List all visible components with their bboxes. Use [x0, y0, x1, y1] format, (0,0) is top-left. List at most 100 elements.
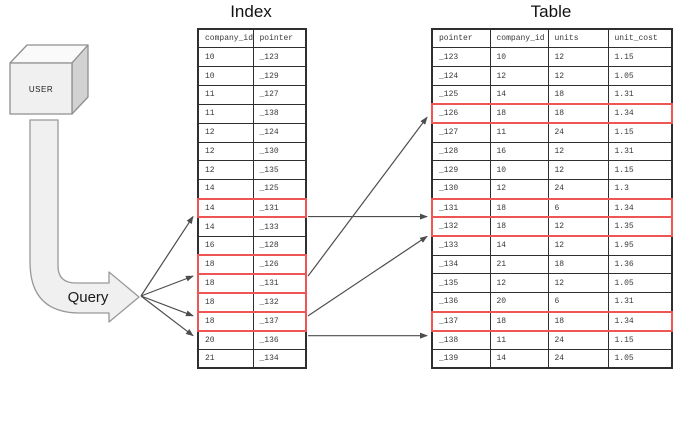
- table-cell: 11: [489, 330, 549, 350]
- table-cell: 12: [547, 216, 609, 238]
- table-cell: _127: [252, 85, 307, 105]
- column-header: units: [547, 28, 609, 49]
- table-cell: 24: [547, 330, 609, 350]
- table-cell: 18: [547, 85, 609, 105]
- table-cell: 10: [197, 47, 254, 68]
- table-cell: 1.15: [607, 122, 673, 143]
- table-cell: 18: [489, 310, 549, 332]
- table-cell: 14: [197, 179, 254, 200]
- table-cell: 18: [547, 310, 609, 332]
- table-cell: 1.05: [607, 273, 673, 294]
- table-row: 11_138: [197, 103, 307, 124]
- table-row: 10_129: [197, 66, 307, 87]
- table-cell: 12: [547, 47, 609, 68]
- data-table-title: Table: [530, 2, 572, 21]
- table-cell: 21: [197, 348, 254, 369]
- table-cell: 1.31: [607, 85, 673, 105]
- table-cell: _126: [431, 103, 491, 125]
- table-cell: _129: [431, 160, 491, 181]
- table-cell: _135: [431, 273, 491, 294]
- table-cell: _131: [252, 272, 307, 294]
- column-header: company_id: [197, 28, 254, 49]
- user-cube: USER: [9, 44, 89, 115]
- table-cell: 1.15: [607, 330, 673, 350]
- table-cell: 1.34: [607, 103, 673, 125]
- table-cell: 10: [197, 66, 254, 87]
- table-cell: 10: [489, 47, 549, 68]
- table-cell: 11: [197, 85, 254, 105]
- column-header: pointer: [431, 28, 491, 49]
- table-row: 14_125: [197, 179, 307, 200]
- query-fan-arrow: [140, 275, 194, 297]
- table-row: 18_126: [197, 254, 307, 275]
- table-cell: 12: [547, 160, 609, 181]
- table-cell: 24: [547, 122, 609, 143]
- table-cell: 6: [547, 292, 609, 313]
- table-cell: 18: [489, 197, 549, 219]
- table-cell: 11: [197, 103, 254, 124]
- pointer-arrow: [307, 116, 428, 277]
- table-cell: 12: [197, 122, 254, 143]
- table-row: 20_136: [197, 330, 307, 350]
- table-cell: _130: [431, 179, 491, 200]
- table-cell: 1.15: [607, 47, 673, 68]
- table-cell: 12: [547, 273, 609, 294]
- table-cell: _132: [252, 291, 307, 313]
- table-cell: _132: [431, 216, 491, 238]
- table-cell: 14: [489, 85, 549, 105]
- query-fan-arrow: [140, 295, 194, 337]
- table-cell: 18: [197, 310, 254, 332]
- query-arrow: [29, 119, 140, 323]
- table-cell: _130: [252, 141, 307, 162]
- table-row: 18_131: [197, 272, 307, 294]
- table-cell: 1.34: [607, 310, 673, 332]
- table-cell: 18: [547, 103, 609, 125]
- table-row: 12_130: [197, 141, 307, 162]
- table-cell: 18: [197, 254, 254, 275]
- table-cell: _138: [252, 103, 307, 124]
- table-cell: _138: [431, 330, 491, 350]
- query-fan-arrow: [140, 215, 194, 297]
- table-cell: _126: [252, 254, 307, 275]
- table-cell: 1.34: [607, 197, 673, 219]
- table-cell: 14: [197, 197, 254, 219]
- table-cell: 12: [489, 273, 549, 294]
- table-cell: 24: [547, 348, 609, 369]
- table-cell: 14: [489, 348, 549, 369]
- table-cell: _128: [252, 235, 307, 256]
- table-cell: 12: [489, 66, 549, 87]
- table-cell: 1.35: [607, 216, 673, 238]
- pointer-arrow: [307, 235, 428, 317]
- table-cell: _123: [252, 47, 307, 68]
- table-cell: 21: [489, 254, 549, 275]
- table-cell: 18: [197, 272, 254, 294]
- table-row: 18_132: [197, 291, 307, 313]
- table-cell: _136: [431, 292, 491, 313]
- table-cell: _127: [431, 122, 491, 143]
- table-cell: 12: [197, 160, 254, 181]
- table-cell: 16: [197, 235, 254, 256]
- table-cell: 18: [197, 291, 254, 313]
- pointer-arrows: [140, 116, 428, 339]
- table-row: 14_131: [197, 197, 307, 219]
- table-cell: 12: [547, 66, 609, 87]
- table-row: 18_137: [197, 310, 307, 332]
- table-cell: _139: [431, 348, 491, 369]
- table-cell: 12: [547, 141, 609, 162]
- table-row: 21_134: [197, 348, 307, 369]
- table-cell: 6: [547, 197, 609, 219]
- table-cell: _124: [252, 122, 307, 143]
